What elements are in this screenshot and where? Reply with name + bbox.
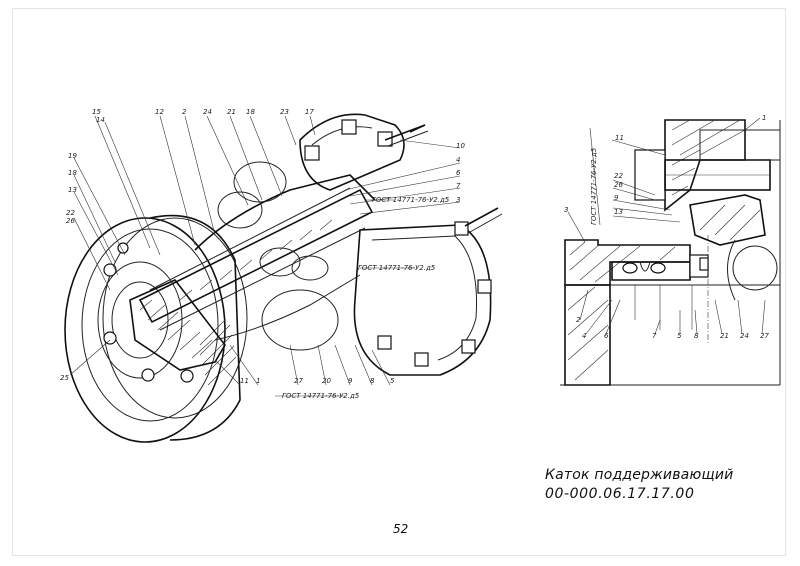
label-18b: 18 <box>68 169 77 177</box>
detail-label-7: 7 <box>652 332 657 340</box>
label-25: 25 <box>60 374 69 382</box>
axle-shaft <box>138 161 376 351</box>
detail-label-5: 5 <box>677 332 682 340</box>
sheet-border <box>12 8 786 556</box>
drawing-title: Каток поддерживающий <box>545 467 734 483</box>
detail-label-22: 22 <box>614 172 623 180</box>
label-26: 26 <box>66 217 75 225</box>
detail-label-4: 4 <box>582 332 586 340</box>
label-10: 10 <box>456 142 465 150</box>
page-number: 52 <box>393 522 409 536</box>
label-2: 2 <box>182 108 187 116</box>
detail-label-24: 24 <box>740 332 749 340</box>
detail-label-26: 26 <box>614 181 623 189</box>
label-27: 27 <box>294 377 303 385</box>
detail-label-27: 27 <box>760 332 769 340</box>
detail-label-11: 11 <box>615 134 624 142</box>
leader-lines <box>69 115 461 397</box>
label-20: 20 <box>322 377 331 385</box>
label-8: 8 <box>370 377 375 385</box>
drawing-code: 00-000.06.17.17.00 <box>545 486 695 502</box>
detail-housing <box>560 119 781 386</box>
label-14: 14 <box>96 116 105 124</box>
detail-label-6: 6 <box>604 332 609 340</box>
upper-bracket <box>299 113 429 191</box>
detail-label-8: 8 <box>694 332 699 340</box>
detail-label-2: 2 <box>576 316 581 324</box>
gost-note-1: ГОСТ 14771-76-У2.д5 <box>372 196 450 204</box>
detail-label-13: 13 <box>614 208 623 216</box>
label-21: 21 <box>227 108 236 116</box>
label-12: 12 <box>155 108 164 116</box>
label-1: 1 <box>256 377 260 385</box>
label-3: 3 <box>456 196 460 204</box>
label-24: 24 <box>203 108 212 116</box>
detail-label-9: 9 <box>614 194 619 202</box>
gost-note-3: ГОСТ 14771-76-У2.д5 <box>282 392 360 400</box>
lower-bracket <box>353 207 503 376</box>
detail-leader-lines <box>567 117 766 335</box>
detail-label-21: 21 <box>720 332 729 340</box>
label-11: 11 <box>240 377 249 385</box>
main-part-labels: 15 14 12 2 24 21 18 23 17 10 4 6 7 3 19 … <box>60 108 465 400</box>
label-22: 22 <box>66 209 75 217</box>
label-6: 6 <box>456 169 461 177</box>
label-17: 17 <box>305 108 314 116</box>
detail-label-3: 3 <box>564 206 568 214</box>
detail-part-labels: 1 11 22 26 9 13 3 2 4 6 7 5 8 21 24 27 Г… <box>564 114 769 340</box>
label-5: 5 <box>390 377 395 385</box>
label-13: 13 <box>68 186 77 194</box>
label-9: 9 <box>348 377 353 385</box>
label-23: 23 <box>280 108 289 116</box>
detail-label-1: 1 <box>762 114 766 122</box>
label-18: 18 <box>246 108 255 116</box>
label-15: 15 <box>92 108 101 116</box>
label-7: 7 <box>456 182 461 190</box>
label-19: 19 <box>68 152 77 160</box>
detail-gost-note: ГОСТ 14771-76-У2.д5 <box>590 147 598 225</box>
label-4: 4 <box>456 156 460 164</box>
flange-plate <box>129 279 226 371</box>
gost-note-2: ГОСТ 14771-76-У2.д5 <box>358 264 436 272</box>
